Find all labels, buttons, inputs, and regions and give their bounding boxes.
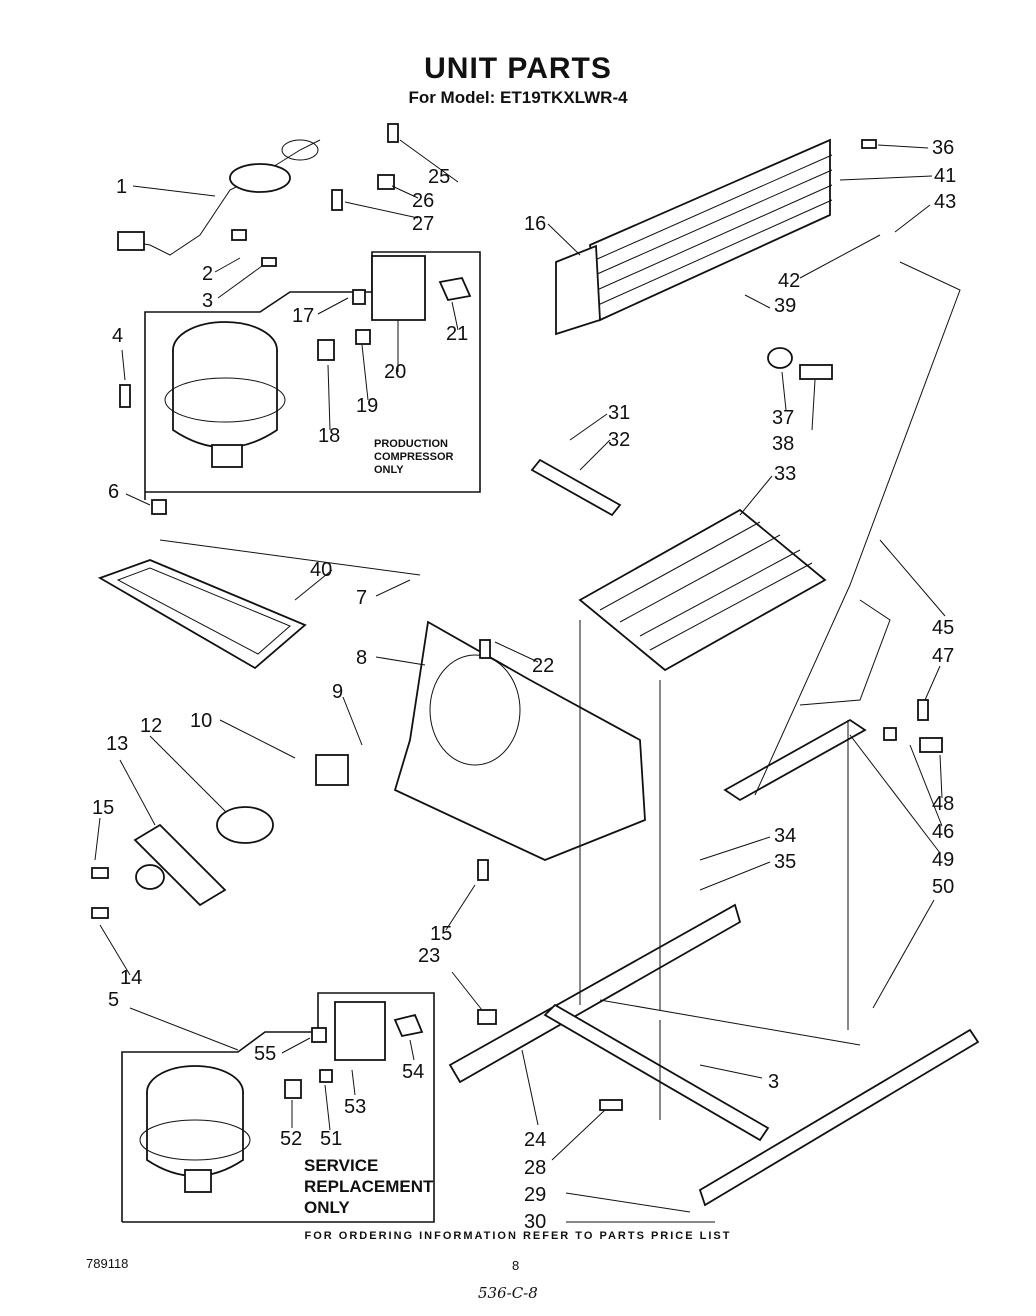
callout-20: 20	[384, 361, 406, 383]
callout-46: 46	[932, 821, 954, 843]
callout-6: 6	[108, 481, 119, 503]
callout-33: 33	[774, 463, 796, 485]
callout-28: 28	[524, 1157, 546, 1179]
top-fasteners	[231, 123, 399, 267]
callout-36: 36	[932, 137, 954, 159]
callout-35: 35	[774, 851, 796, 873]
production-compressor-part	[119, 255, 472, 515]
callout-5: 5	[108, 989, 119, 1011]
callout-48: 48	[932, 793, 954, 815]
callout-40: 40	[310, 559, 332, 581]
callout-19: 19	[356, 395, 378, 417]
callout-52: 52	[280, 1128, 302, 1150]
production-compressor-note: PRODUCTION COMPRESSOR ONLY	[374, 438, 454, 476]
callout-16: 16	[524, 213, 546, 235]
callout-26: 26	[412, 190, 434, 212]
callout-8: 8	[356, 647, 367, 669]
refrigerant-tube-part	[754, 261, 961, 796]
callout-17: 17	[292, 305, 314, 327]
callout-53: 53	[344, 1096, 366, 1118]
condenser-coil-part	[555, 138, 877, 380]
service-replacement-note: SERVICE REPLACEMENT ONLY	[304, 1156, 434, 1217]
callout-10: 10	[190, 710, 212, 732]
callout-9: 9	[332, 681, 343, 703]
svg-text:PRODUCTION: PRODUCTION	[374, 438, 448, 450]
callout-leaders	[94, 139, 946, 1223]
document-number: 789118	[86, 1256, 129, 1271]
callout-47: 47	[932, 645, 954, 667]
callout-15a: 15	[92, 797, 114, 819]
callout-49: 49	[932, 849, 954, 871]
callout-14: 14	[120, 967, 142, 989]
callout-34: 34	[774, 825, 796, 847]
fan-shroud-part	[393, 620, 646, 861]
callout-7: 7	[356, 587, 367, 609]
callout-27: 27	[412, 213, 434, 235]
service-compressor-part	[139, 1001, 424, 1193]
callout-18: 18	[318, 425, 340, 447]
assembly-lines	[159, 539, 849, 1120]
callout-50: 50	[932, 876, 954, 898]
callout-labels: 1 2 3 4 5 6 7 8 9 10 12 13 14 15 15 16 1…	[92, 137, 956, 1233]
drier-part	[530, 458, 622, 517]
page-title: UNIT PARTS	[424, 52, 612, 85]
callout-22: 22	[532, 655, 554, 677]
callout-13: 13	[106, 733, 128, 755]
model-subtitle: For Model: ET19TKXLWR-4	[408, 88, 628, 107]
callout-12: 12	[140, 715, 162, 737]
fan-motor-part	[91, 639, 491, 919]
callout-21: 21	[446, 323, 468, 345]
handwritten-note: 536-C-8	[478, 1284, 538, 1302]
callout-41: 41	[934, 165, 956, 187]
ordering-info: FOR ORDERING INFORMATION REFER TO PARTS …	[304, 1230, 732, 1242]
callout-42: 42	[778, 270, 800, 292]
callout-3: 3	[202, 290, 213, 312]
callout-4: 4	[112, 325, 123, 347]
evaporator-coil-part	[578, 508, 827, 672]
callout-15b: 15	[430, 923, 452, 945]
callout-31: 31	[608, 402, 630, 424]
callout-24: 24	[524, 1129, 546, 1151]
svg-text:ONLY: ONLY	[374, 464, 404, 476]
drain-pan-part	[97, 559, 307, 670]
page-number: 8	[512, 1258, 520, 1273]
callout-30: 30	[524, 1211, 546, 1233]
svg-text:COMPRESSOR: COMPRESSOR	[374, 451, 454, 463]
bracket-part	[723, 699, 943, 802]
callout-25: 25	[428, 166, 450, 188]
callout-29: 29	[524, 1184, 546, 1206]
callout-45: 45	[932, 617, 954, 639]
base-frame-part	[448, 903, 980, 1207]
power-cord-part	[117, 139, 321, 256]
callout-51: 51	[320, 1128, 342, 1150]
callout-32: 32	[608, 429, 630, 451]
svg-text:SERVICE: SERVICE	[304, 1156, 378, 1175]
callout-43: 43	[934, 191, 956, 213]
callout-54: 54	[402, 1061, 424, 1083]
svg-text:REPLACEMENT: REPLACEMENT	[304, 1177, 434, 1196]
callout-23: 23	[418, 945, 440, 967]
callout-2: 2	[202, 263, 213, 285]
callout-37: 37	[772, 407, 794, 429]
callout-1: 1	[116, 176, 127, 198]
callout-55: 55	[254, 1043, 276, 1065]
svg-text:ONLY: ONLY	[304, 1198, 350, 1217]
callout-38: 38	[772, 433, 794, 455]
callout-39: 39	[774, 295, 796, 317]
callout-3-lower: 3	[768, 1071, 779, 1093]
